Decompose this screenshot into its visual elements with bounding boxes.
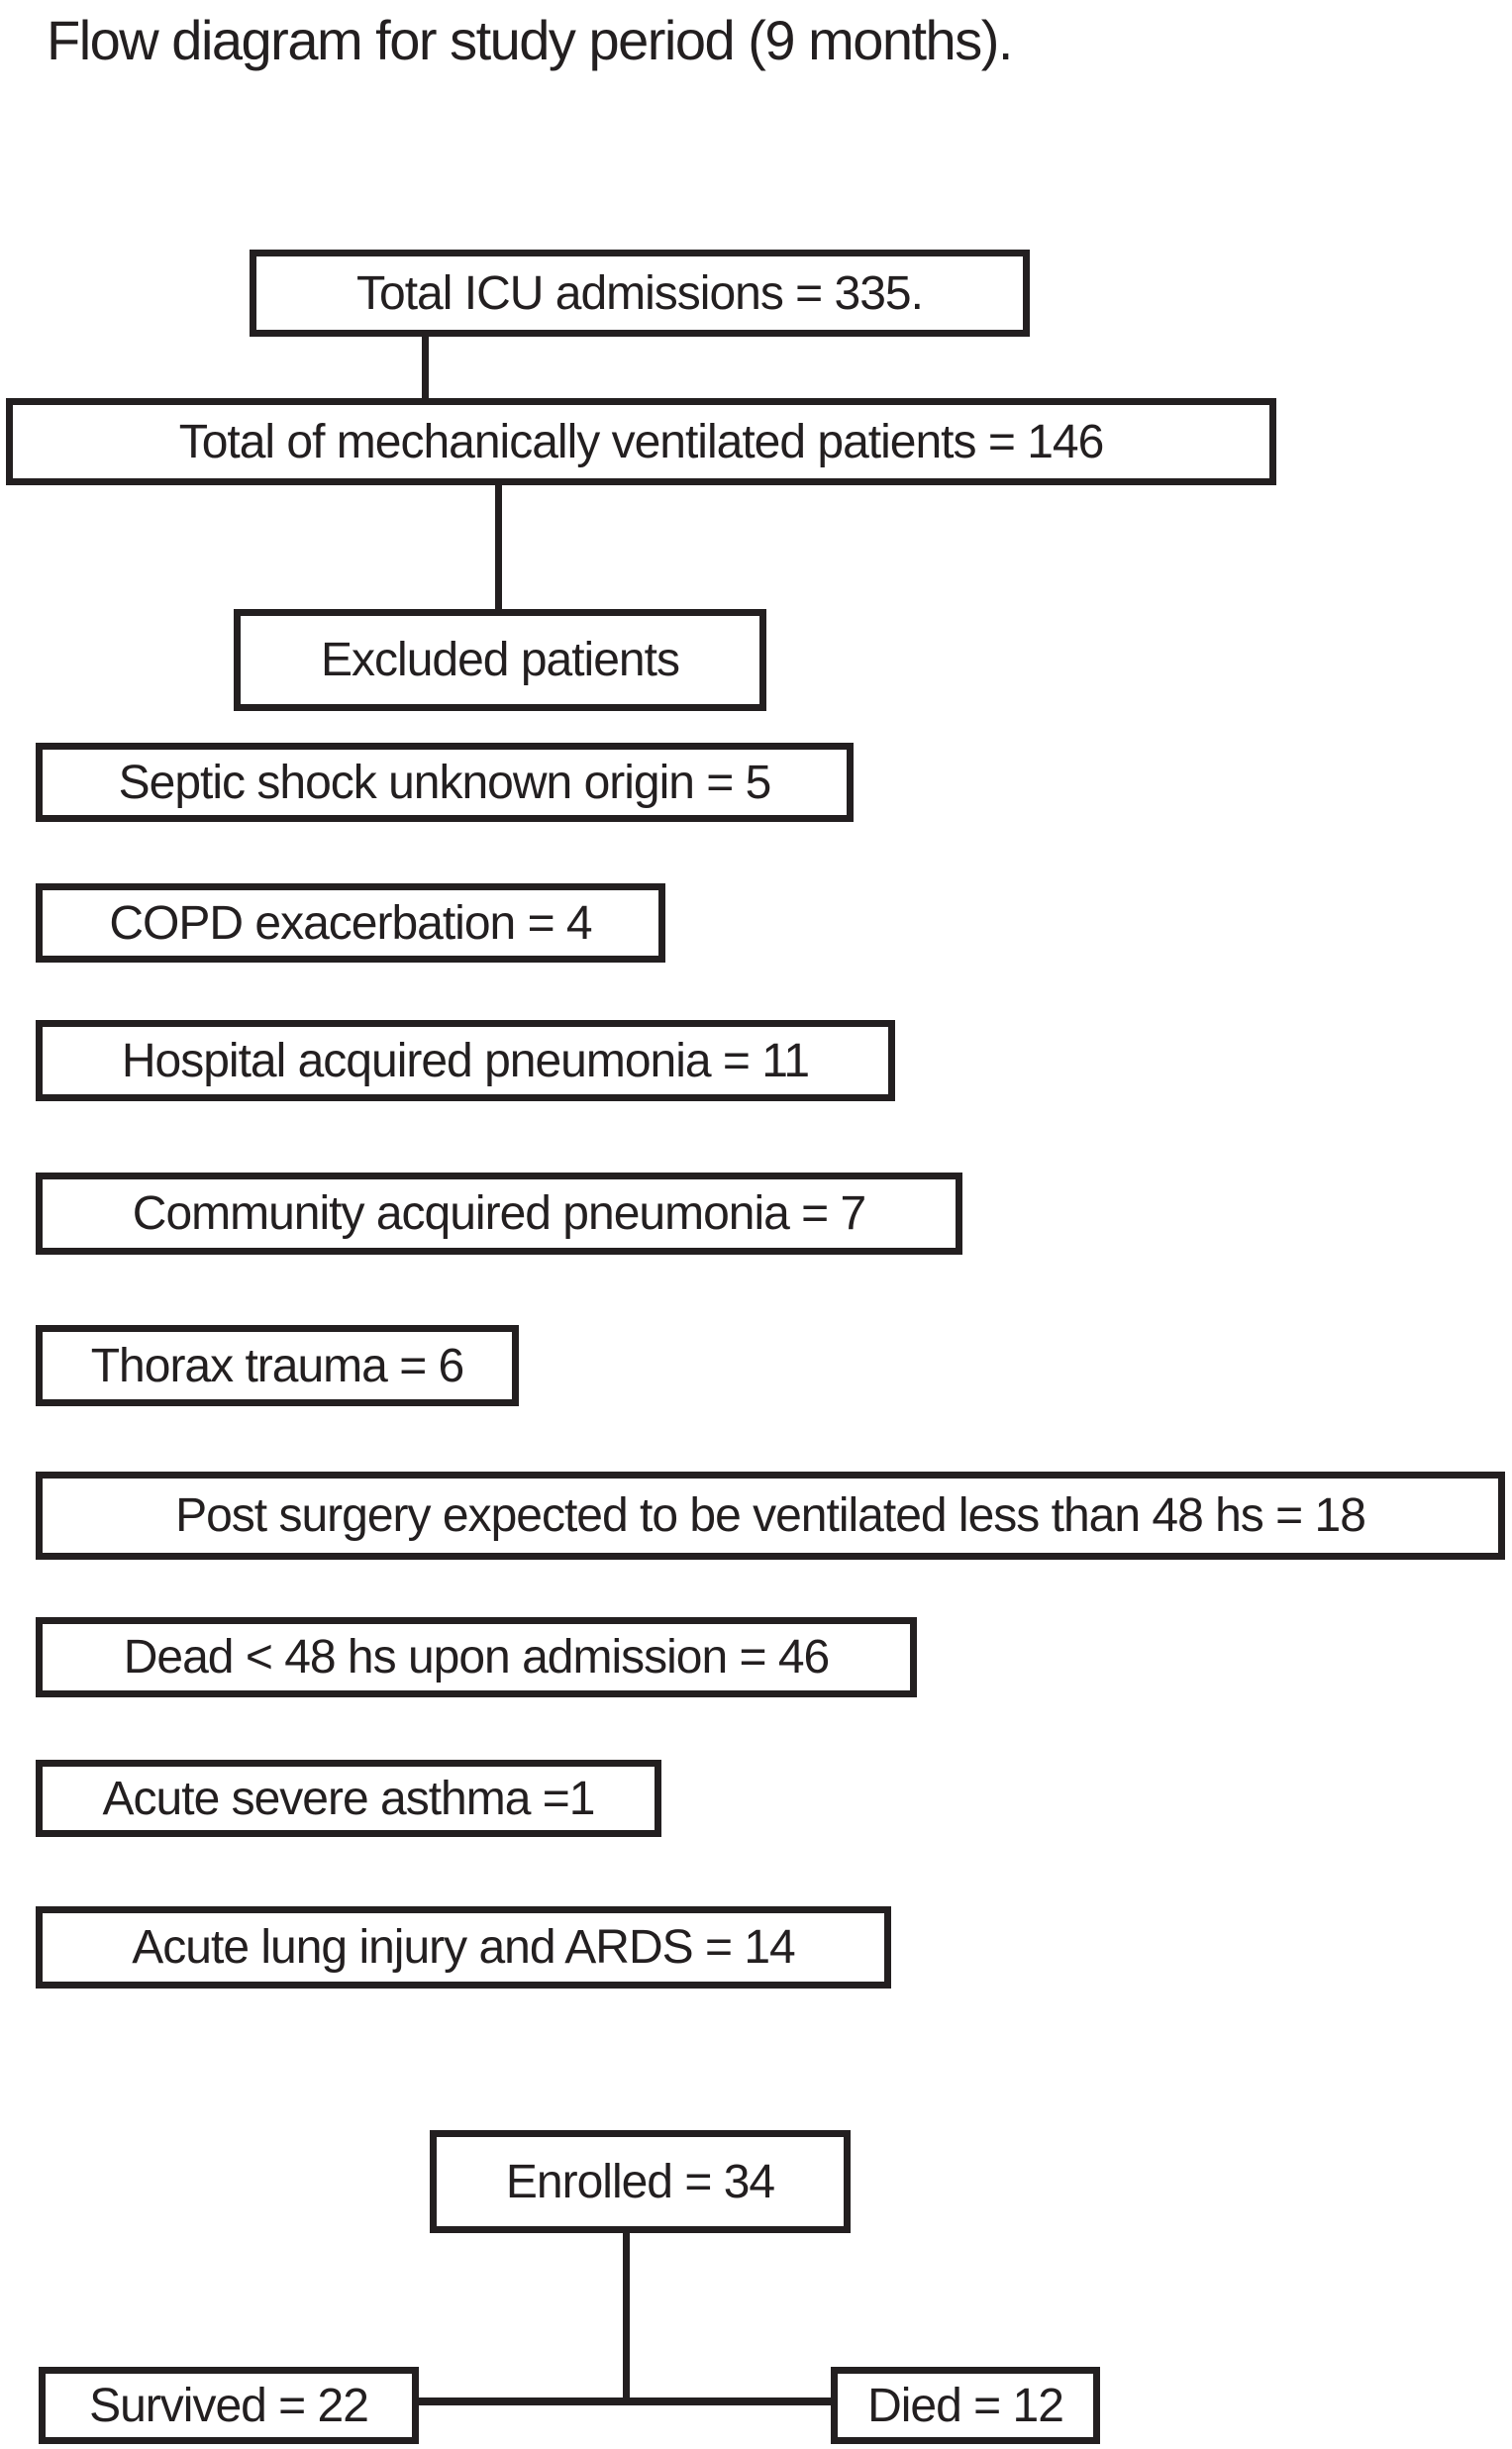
diagram-title: Flow diagram for study period (9 months)… — [47, 9, 1013, 71]
node-septic-shock: Septic shock unknown origin = 5 — [36, 743, 854, 822]
connector-survived-died — [416, 2398, 836, 2405]
node-acute-severe-asthma: Acute severe asthma =1 — [36, 1760, 661, 1837]
node-mechanically-ventilated: Total of mechanically ventilated patient… — [6, 398, 1276, 485]
node-hospital-acquired-pneumonia: Hospital acquired pneumonia = 11 — [36, 1020, 895, 1101]
node-died: Died = 12 — [831, 2367, 1100, 2444]
connector-ventilated-to-excluded — [495, 478, 502, 613]
node-total-icu-admissions: Total ICU admissions = 335. — [250, 250, 1030, 337]
connector-enrolled-to-outcomes — [623, 2230, 630, 2404]
node-community-acquired-pneumonia: Community acquired pneumonia = 7 — [36, 1173, 962, 1255]
node-thorax-trauma: Thorax trauma = 6 — [36, 1325, 519, 1406]
node-enrolled: Enrolled = 34 — [430, 2130, 851, 2233]
node-survived: Survived = 22 — [39, 2367, 419, 2444]
connector-icu-to-ventilated — [422, 329, 429, 406]
node-excluded-patients: Excluded patients — [234, 609, 766, 711]
node-dead-48hs: Dead < 48 hs upon admission = 46 — [36, 1617, 917, 1697]
node-copd-exacerbation: COPD exacerbation = 4 — [36, 883, 665, 963]
node-acute-lung-injury-ards: Acute lung injury and ARDS = 14 — [36, 1906, 891, 1989]
node-post-surgery: Post surgery expected to be ventilated l… — [36, 1472, 1505, 1560]
